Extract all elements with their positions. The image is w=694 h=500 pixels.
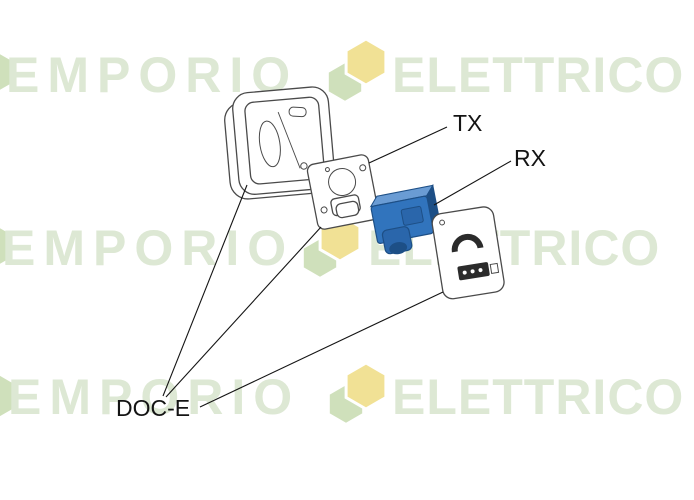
label-rx: RX <box>514 145 546 171</box>
tx-lens-circle <box>328 167 357 196</box>
cover-screw-hole <box>300 162 308 170</box>
tx-leader-line <box>368 126 448 164</box>
doce-leader-line-backplate <box>199 291 444 408</box>
cover-lens-window <box>258 120 281 168</box>
rx-photocell-module-drawing <box>369 183 441 255</box>
terminal-pin <box>462 270 467 275</box>
back-plate-drawing <box>431 206 505 300</box>
rx-recess <box>400 205 424 226</box>
watermark-word: ELETTRICO <box>392 47 684 103</box>
tx-module-front <box>335 200 360 219</box>
tx-screw-hole <box>320 206 328 214</box>
cover-slot <box>288 106 307 118</box>
watermark: EMPORIO ELETTRICO EMPORIO ELETTRICO EMPO… <box>0 37 684 426</box>
watermark-row-1: EMPORIO ELETTRICO <box>0 37 684 104</box>
cover-face <box>244 96 325 185</box>
tx-screw-hole <box>359 164 367 172</box>
watermark-word: EMPORIO <box>2 220 294 276</box>
terminal-side-detail <box>489 262 500 274</box>
tx-pin-hole <box>324 167 330 173</box>
labels: TX RX DOC-E <box>116 110 546 421</box>
tx-photocell-board-drawing <box>306 154 380 230</box>
watermark-row-3: EMPORIO ELETTRICO <box>0 361 684 426</box>
rx-lens-front <box>389 242 408 255</box>
label-doc-e: DOC-E <box>116 395 190 421</box>
terminal-pin <box>470 269 475 274</box>
cover-crease-line <box>277 111 301 169</box>
rx-leader-line <box>433 160 512 206</box>
watermark-word: ELETTRICO <box>392 369 684 425</box>
doce-leader-line-board <box>165 226 322 398</box>
leader-lines <box>162 126 512 408</box>
back-plate-arch <box>451 233 484 253</box>
hexagon-icon <box>344 37 388 87</box>
doce-leader-line-cover <box>162 184 248 397</box>
watermark-word: EMPORIO <box>8 369 300 425</box>
label-tx: TX <box>453 110 482 136</box>
tx-board-plate <box>306 154 380 230</box>
hexagon-icon <box>344 361 388 411</box>
back-plate-hole <box>439 219 445 226</box>
terminal-pin <box>478 268 483 273</box>
